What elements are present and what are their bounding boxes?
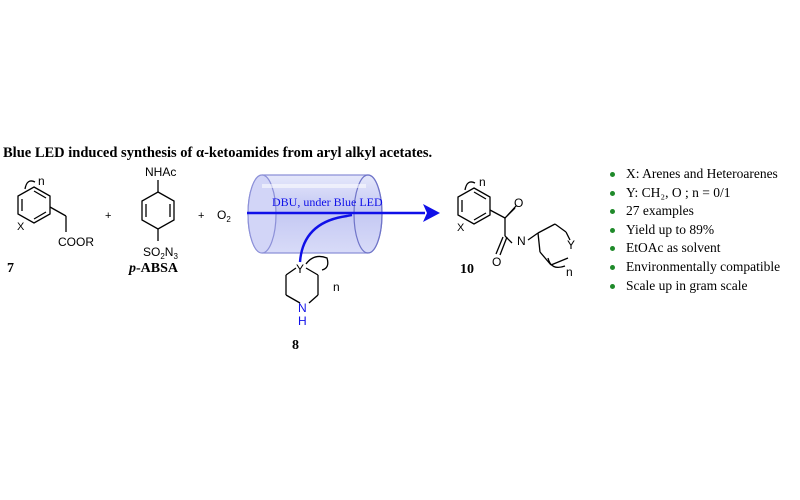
product-n2-label: n xyxy=(566,265,573,279)
scheme-title: Blue LED induced synthesis of α-ketoamid… xyxy=(3,145,433,161)
bullet-dot xyxy=(610,190,615,196)
highlight-item: Environmentally compatible xyxy=(608,258,780,277)
bullet-dot xyxy=(610,283,615,289)
bullet-dot xyxy=(610,227,615,233)
product-ketoamide xyxy=(457,181,571,269)
product-amide-n: N xyxy=(517,234,526,248)
product-oxygen-2: O xyxy=(492,255,501,269)
highlight-item: EtOAc as solvent xyxy=(608,239,780,258)
bullet-dot xyxy=(610,209,615,215)
reactant-aryl-acetate xyxy=(17,180,67,232)
product-oxygen-1: O xyxy=(514,196,523,210)
product-n-label: n xyxy=(479,175,486,189)
bullet-dot xyxy=(610,246,615,252)
highlight-item: Scale up in gram scale xyxy=(608,277,780,296)
amine-nh-n: N xyxy=(298,301,307,315)
highlight-item: Yield up to 89% xyxy=(608,221,780,240)
reaction-arrow xyxy=(247,204,440,263)
oxygen-label: O2 xyxy=(217,208,231,224)
compound-number-10: 10 xyxy=(460,262,474,277)
reactant1-n-label: n xyxy=(38,174,45,188)
amine-reactant xyxy=(285,255,329,304)
reagent-nhac-label: NHAc xyxy=(145,165,176,179)
bullet-dot xyxy=(610,172,615,177)
highlight-item: X: Arenes and Heteroarenes xyxy=(608,165,780,184)
amine-y-label: Y xyxy=(296,262,304,276)
product-x-label: X xyxy=(457,222,465,234)
highlights-list: X: Arenes and Heteroarenes Y: CH₂, O ; n… xyxy=(608,165,780,295)
plus-sign-2: + xyxy=(198,210,204,222)
bullet-dot xyxy=(610,264,615,270)
amine-n-label: n xyxy=(333,280,340,294)
reagent-so2n3-label: SO2N3 xyxy=(143,245,178,261)
compound-number-8: 8 xyxy=(292,338,299,353)
reagent-p-absa xyxy=(141,180,175,241)
reactant1-ester-label: COOR xyxy=(58,235,94,249)
arrow-condition-label: DBU, under Blue LED xyxy=(272,195,383,209)
highlight-item: 27 examples xyxy=(608,202,780,221)
plus-sign-1: + xyxy=(105,210,111,222)
amine-nh-h: H xyxy=(298,314,307,328)
reactant1-x-label: X xyxy=(17,221,25,233)
product-y-label: Y xyxy=(567,238,575,252)
highlight-item: Y: CH₂, O ; n = 0/1 xyxy=(608,184,780,203)
compound-number-7: 7 xyxy=(7,261,14,276)
reagent-name: p-ABSA xyxy=(128,261,179,276)
